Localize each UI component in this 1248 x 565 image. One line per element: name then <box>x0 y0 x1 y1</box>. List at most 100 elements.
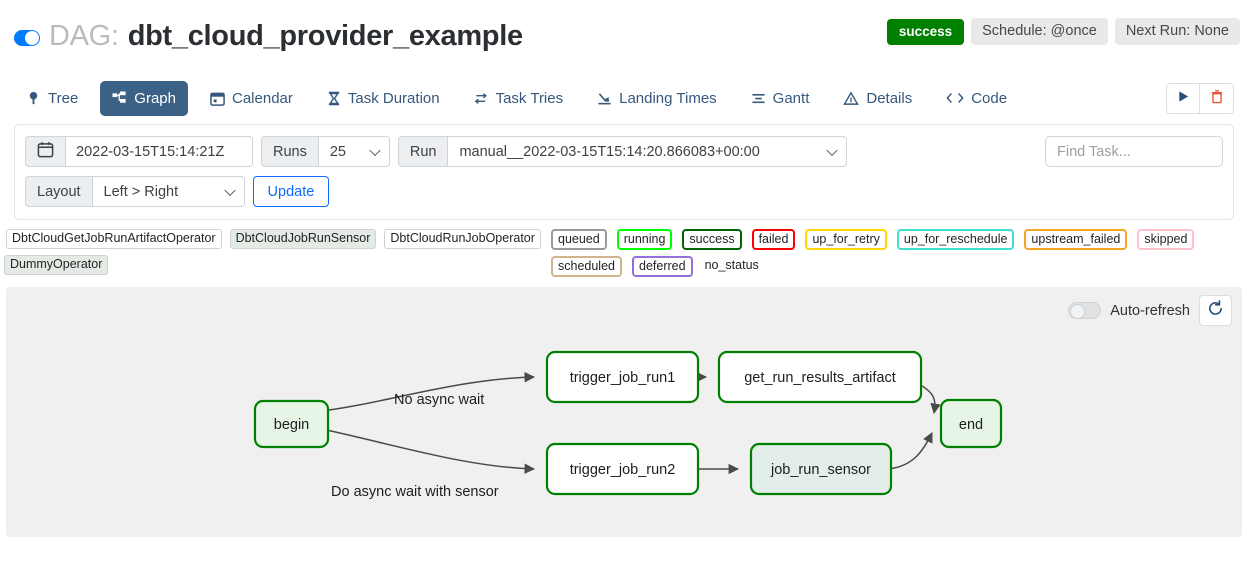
legend-status-running[interactable]: running <box>616 229 673 250</box>
status-legend: queued running success failed up_for_ret… <box>546 229 1242 277</box>
node-trigger-job-run2[interactable]: trigger_job_run2 <box>545 442 700 496</box>
layout-group: Layout Left > Right <box>25 176 245 207</box>
tab-task-duration[interactable]: Task Duration <box>315 81 452 116</box>
tab-calendar[interactable]: Calendar <box>198 81 305 116</box>
schedule-badge: Schedule: @once <box>971 18 1108 45</box>
dag-graph-canvas[interactable]: begin trigger_job_run1 get_run_results_a… <box>6 287 1242 537</box>
dag-prefix-label: DAG: <box>49 19 119 52</box>
edge-sensor-to-end <box>886 432 933 470</box>
trash-icon <box>1210 89 1224 109</box>
legend-status-scheduled[interactable]: scheduled <box>551 256 622 277</box>
legend-operator-chip[interactable]: DbtCloudJobRunSensor <box>229 229 377 249</box>
date-picker-button[interactable] <box>25 136 65 167</box>
layout-select[interactable]: Left > Right <box>91 176 245 207</box>
triangle-icon <box>843 90 860 106</box>
node-begin[interactable]: begin <box>253 399 330 449</box>
run-label: Run <box>397 136 448 167</box>
landing-icon <box>597 91 612 106</box>
tab-label: Code <box>971 89 1008 107</box>
graph-nodes: begin trigger_job_run1 get_run_results_a… <box>253 350 1003 496</box>
legend-operator-chip[interactable]: DbtCloudGetJobRunArtifactOperator <box>6 229 222 249</box>
dag-pause-toggle[interactable] <box>14 30 40 46</box>
legend-status-upstream-failed[interactable]: upstream_failed <box>1024 229 1128 250</box>
tab-task-tries[interactable]: Task Tries <box>462 81 576 116</box>
node-label: job_run_sensor <box>770 462 871 478</box>
edge-begin-to-trigger2 <box>321 428 536 474</box>
legend-operator-chip[interactable]: DbtCloudRunJobOperator <box>384 229 541 249</box>
run-select[interactable]: manual__2022-03-15T15:14:20.866083+00:00 <box>447 136 848 167</box>
dag-header: DAG: dbt_cloud_provider_example success … <box>0 0 1248 72</box>
tab-label: Graph <box>134 89 176 107</box>
dag-title: dbt_cloud_provider_example <box>127 19 523 52</box>
dag-controls-panel: 2022-03-15T15:14:21Z Runs 25 Run manual_… <box>14 124 1234 220</box>
tab-details[interactable]: Details <box>831 81 924 116</box>
controls-row-2: Layout Left > Right Update <box>25 176 1223 207</box>
node-label: get_run_results_artifact <box>744 370 896 386</box>
refresh-button[interactable] <box>1199 295 1232 326</box>
auto-refresh-toggle[interactable] <box>1068 302 1102 319</box>
delete-dag-button[interactable] <box>1200 83 1234 114</box>
play-icon <box>1177 90 1190 108</box>
gantt-icon <box>751 91 766 106</box>
refresh-icon <box>1207 299 1224 322</box>
node-get-run-results-artifact[interactable]: get_run_results_artifact <box>717 350 923 404</box>
header-badges: success Schedule: @once Next Run: None <box>886 18 1240 45</box>
find-task-input[interactable]: Find Task... <box>1045 136 1223 167</box>
operator-legend: DbtCloudGetJobRunArtifactOperator DbtClo… <box>4 229 546 275</box>
legend-status-deferred[interactable]: deferred <box>632 256 693 277</box>
auto-refresh-label: Auto-refresh <box>1110 302 1190 319</box>
legend-status-failed[interactable]: failed <box>751 229 796 250</box>
graph-edge-labels: No async wait Do async wait with sensor <box>331 392 499 500</box>
calendar-icon <box>37 141 54 162</box>
view-tabs: Tree Graph Calendar <box>0 72 1248 124</box>
execution-date-input[interactable]: 2022-03-15T15:14:21Z <box>65 136 253 167</box>
edge-label: Do async wait with sensor <box>331 484 499 500</box>
runs-group: Runs 25 <box>261 136 390 167</box>
tab-tree[interactable]: Tree <box>14 81 90 116</box>
node-label: begin <box>274 417 309 433</box>
legend-status-up-for-retry[interactable]: up_for_retry <box>805 229 887 250</box>
dag-graph-panel[interactable]: Auto-refresh <box>6 287 1242 537</box>
node-label: trigger_job_run1 <box>570 370 676 386</box>
runs-select[interactable]: 25 <box>317 136 390 167</box>
update-button[interactable]: Update <box>252 176 330 207</box>
node-job-run-sensor[interactable]: job_run_sensor <box>749 442 893 496</box>
node-end[interactable]: end <box>939 398 1003 449</box>
tab-label: Tree <box>48 89 79 107</box>
legend-status-queued[interactable]: queued <box>551 229 607 250</box>
next-run-badge: Next Run: None <box>1114 18 1240 45</box>
legend-status-success[interactable]: success <box>682 229 742 250</box>
tab-gantt[interactable]: Gantt <box>739 81 822 116</box>
tab-label: Gantt <box>772 89 810 107</box>
tab-code[interactable]: Code <box>934 81 1019 116</box>
retry-icon <box>474 91 489 106</box>
tab-graph[interactable]: Graph <box>100 80 188 116</box>
tab-label: Calendar <box>232 89 293 107</box>
graph-icon <box>112 90 127 106</box>
legend-status-up-for-reschedule[interactable]: up_for_reschedule <box>896 229 1015 250</box>
layout-label: Layout <box>25 176 92 207</box>
legend-operator-chip[interactable]: DummyOperator <box>4 255 109 275</box>
tree-icon <box>26 91 41 106</box>
edge-begin-to-trigger1 <box>321 371 536 412</box>
runs-label: Runs <box>261 136 318 167</box>
controls-row-1: 2022-03-15T15:14:21Z Runs 25 Run manual_… <box>25 136 1223 167</box>
execution-date-group: 2022-03-15T15:14:21Z <box>25 136 253 167</box>
code-icon <box>946 91 964 105</box>
tab-label: Landing Times <box>619 89 717 107</box>
tab-label: Task Duration <box>347 89 440 107</box>
node-label: trigger_job_run2 <box>570 462 676 478</box>
legend-status-no-status: no_status <box>704 258 759 272</box>
node-label: end <box>959 417 983 433</box>
node-trigger-job-run1[interactable]: trigger_job_run1 <box>545 350 700 404</box>
tab-landing-times[interactable]: Landing Times <box>585 81 729 116</box>
trigger-dag-button[interactable] <box>1166 83 1200 114</box>
tab-label: Details <box>866 89 913 107</box>
status-badge: success <box>886 18 965 45</box>
calendar-icon <box>210 91 225 106</box>
legend-status-skipped[interactable]: skipped <box>1137 229 1195 250</box>
dag-action-buttons <box>1166 83 1234 114</box>
hourglass-icon <box>327 91 341 106</box>
run-group: Run manual__2022-03-15T15:14:20.866083+0… <box>397 136 848 167</box>
refresh-controls: Auto-refresh <box>1068 295 1232 326</box>
